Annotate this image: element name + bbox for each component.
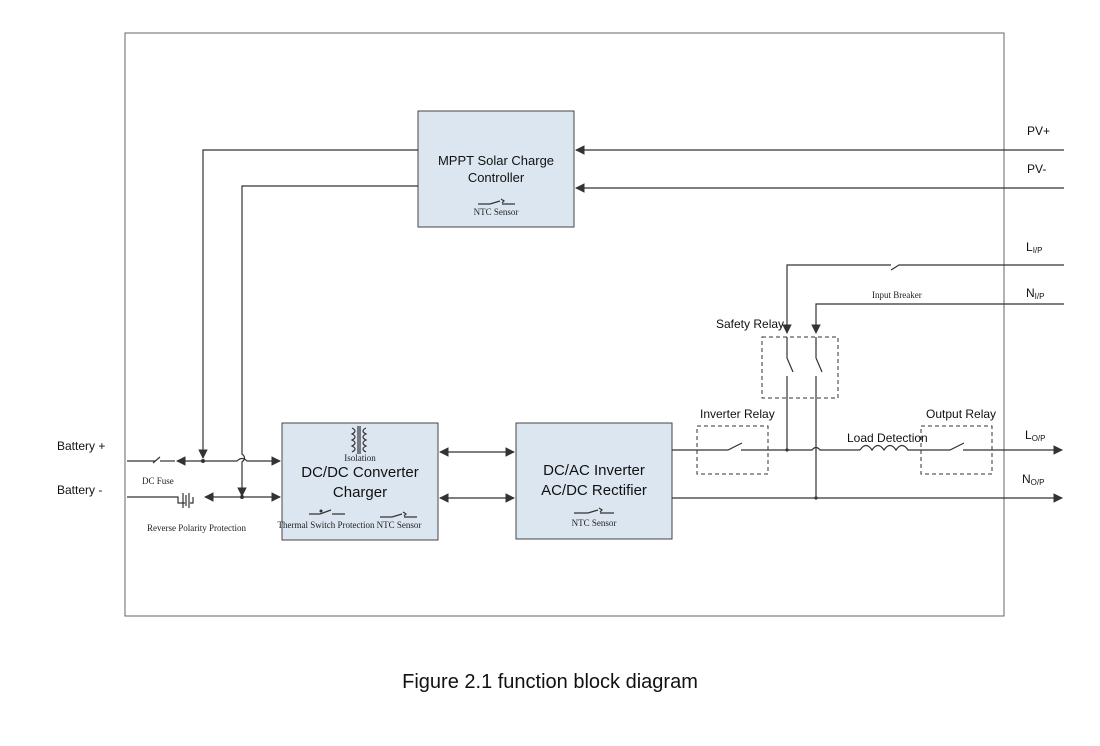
n-input-label: NI/P (1026, 286, 1044, 301)
figure-caption: Figure 2.1 function block diagram (402, 671, 698, 693)
pv-plus-label: PV+ (1027, 124, 1050, 138)
system-boundary (124, 32, 1005, 617)
mppt-negative-wire (237, 185, 418, 497)
thermal-switch-label: Thermal Switch Protection (278, 520, 375, 530)
inverter-ntc-label: NTC Sensor (572, 518, 617, 528)
output-relay-label: Output Relay (926, 407, 996, 421)
dc-fuse-icon (152, 456, 161, 464)
inverter-title-line2: AC/DC Rectifier (541, 482, 647, 499)
load-detection-label: Load Detection (847, 431, 928, 445)
n-input-wire (811, 303, 1064, 334)
mppt-positive-wire (198, 149, 418, 459)
inverter-title-line1: DC/AC Inverter (543, 462, 645, 479)
pv-minus-label: PV- (1027, 162, 1046, 176)
mppt-block: MPPT Solar Charge Controller NTC Sensor (417, 110, 575, 228)
thermal-switch-icon (309, 509, 345, 515)
reverse-polarity-icon (127, 496, 194, 504)
inverter-block: DC/AC Inverter AC/DC Rectifier NTC Senso… (515, 422, 673, 540)
mppt-title-line2: Controller (468, 170, 525, 185)
dcdc-block: Isolation DC/DC Converter Charger Therma… (278, 422, 439, 541)
dcdc-ntc-icon (380, 511, 417, 518)
l-input-wire (787, 264, 1064, 333)
l-output-label: LO/P (1025, 428, 1045, 443)
safety-relay-label: Safety Relay (716, 317, 784, 331)
inverter-relay-label: Inverter Relay (700, 407, 775, 421)
input-breaker-label: Input Breaker (872, 290, 922, 300)
mppt-title-line1: MPPT Solar Charge (438, 153, 554, 168)
battery-plus-bus (205, 456, 281, 466)
output-l-wire (672, 442, 860, 451)
dcdc-title-line2: Charger (333, 484, 387, 501)
l-input-label: LI/P (1026, 240, 1042, 255)
inverter-ntc-icon (574, 507, 614, 514)
transformer-icon (350, 426, 368, 454)
safety-relay-box (761, 336, 839, 399)
dcdc-title-line1: DC/DC Converter (301, 464, 419, 481)
dcdc-ntc-label: NTC Sensor (377, 520, 422, 530)
reverse-polarity-label: Reverse Polarity Protection (147, 523, 246, 533)
battery-minus-label: Battery - (57, 483, 102, 497)
dc-fuse-label: DC Fuse (142, 476, 174, 486)
load-detection-coil-icon (859, 444, 921, 452)
safety-relay-switch-l (786, 337, 794, 450)
isolation-label: Isolation (344, 453, 376, 463)
battery-plus-label: Battery + (57, 439, 105, 453)
mppt-ntc-label: NTC Sensor (474, 207, 519, 217)
l-output-wire (921, 443, 1062, 450)
safety-relay-switch-n (815, 337, 823, 498)
ntc-sensor-icon (478, 198, 515, 205)
n-output-label: NO/P (1022, 472, 1044, 487)
